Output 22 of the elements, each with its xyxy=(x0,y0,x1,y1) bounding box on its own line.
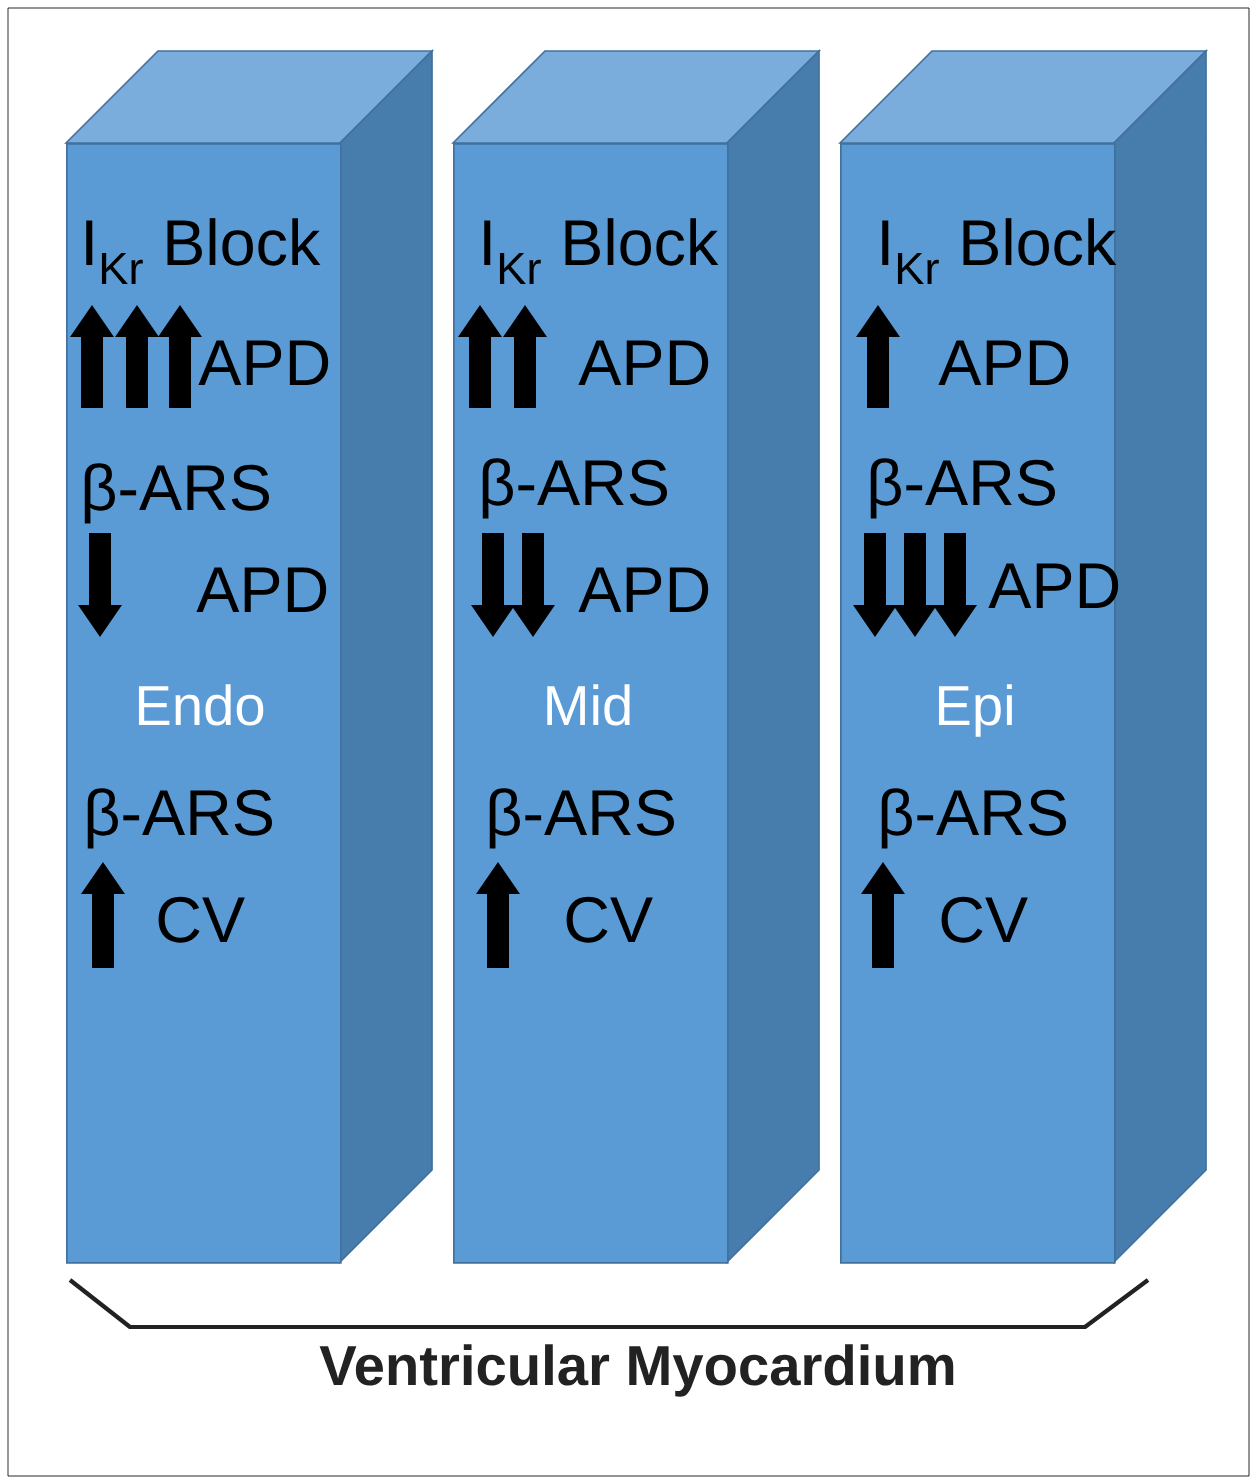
effect-label: I$_{Kr}$ Block xyxy=(86,218,321,285)
effect-label: β-ARS xyxy=(482,458,667,519)
bracket-label: Ventricular Myocardium xyxy=(319,1344,954,1397)
effect-label: β-ARS xyxy=(84,463,269,524)
effect-label: APD xyxy=(578,567,709,612)
effect-label: β-ARS xyxy=(489,788,674,849)
effect-label: APD xyxy=(578,340,709,385)
effect-label: β-ARS xyxy=(870,458,1055,519)
effect-label: APD xyxy=(938,340,1069,385)
effect-label: APD xyxy=(988,563,1119,608)
layer-label: Mid xyxy=(547,684,630,726)
effect-label: I$_{Kr}$ Block xyxy=(882,218,1117,285)
effect-label: CV xyxy=(566,896,653,943)
layer-label: Epi xyxy=(939,684,1012,737)
effect-label: CV xyxy=(941,896,1028,943)
effect-label: I$_{Kr}$ Block xyxy=(484,218,719,285)
layer-label: Endo xyxy=(138,684,264,726)
effect-label: CV xyxy=(158,896,245,943)
effect-label: APD xyxy=(196,567,327,612)
effect-label: APD xyxy=(198,340,329,385)
effect-label: β-ARS xyxy=(87,788,272,849)
effect-label: β-ARS xyxy=(881,788,1066,849)
